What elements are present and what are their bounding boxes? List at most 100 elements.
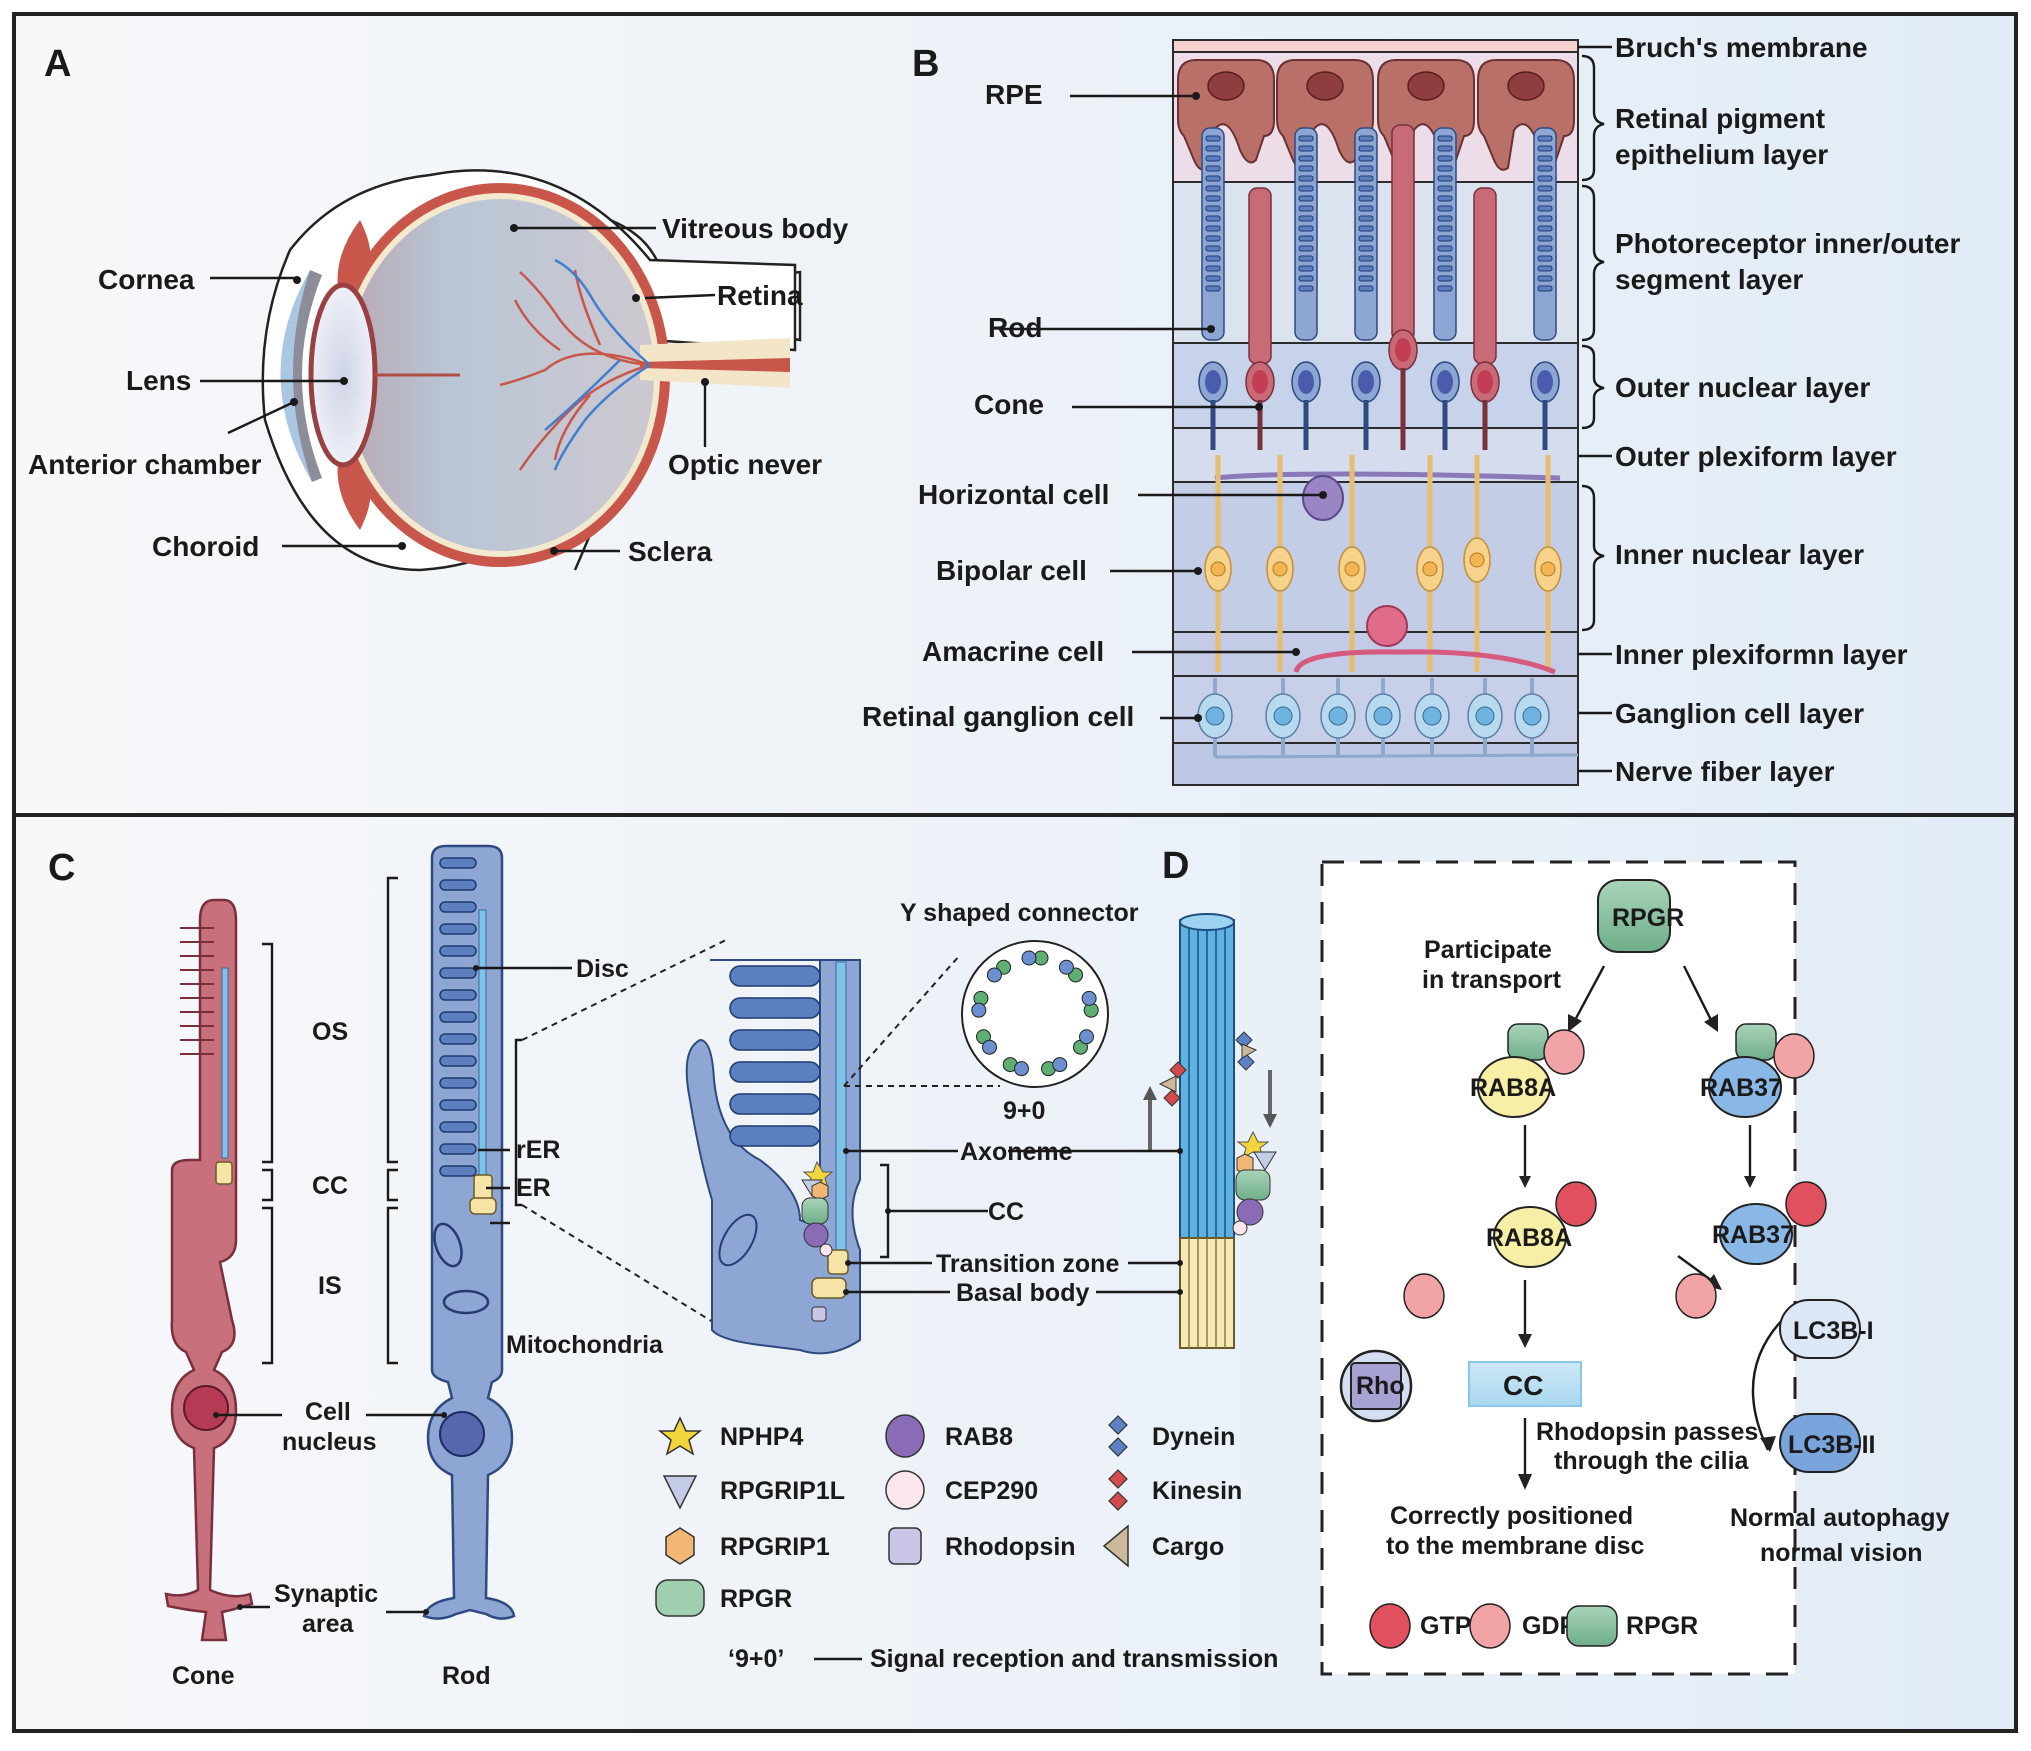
rpe-nucleus bbox=[1207, 71, 1245, 101]
photoreceptor-nucleus bbox=[1537, 370, 1553, 394]
panel-b-letter: B bbox=[912, 43, 939, 85]
rab8a-rpgr-1 bbox=[1507, 1023, 1549, 1061]
photoreceptor-nucleus bbox=[1252, 370, 1268, 394]
legend-label: RPGRIP1L bbox=[720, 1477, 845, 1505]
diamond-icon bbox=[1108, 1491, 1128, 1511]
label-choroid: Choroid bbox=[152, 531, 259, 562]
rod-disc bbox=[1298, 225, 1314, 232]
rab37-rpgr-1 bbox=[1735, 1023, 1777, 1061]
gtp-rab37-2 bbox=[1785, 1181, 1827, 1227]
rod-disc bbox=[1298, 265, 1314, 272]
rod-disc bbox=[439, 1055, 477, 1067]
layer-nerve-fiber: Nerve fiber layer bbox=[1615, 756, 1835, 787]
triangle-down-icon bbox=[662, 1475, 698, 1510]
enlarged-disc bbox=[729, 1061, 821, 1083]
rod-disc bbox=[439, 1143, 477, 1155]
node-rab8a-2 bbox=[1493, 1206, 1567, 1268]
rod-disc bbox=[439, 989, 477, 1001]
rod-disc bbox=[1298, 155, 1314, 162]
enlarged-disc bbox=[729, 1093, 821, 1115]
rpe-nucleus bbox=[1306, 71, 1344, 101]
rod-disc bbox=[1437, 155, 1453, 162]
label-er: ER bbox=[516, 1174, 551, 1202]
rod-disc bbox=[1205, 205, 1221, 212]
square-icon bbox=[888, 1527, 922, 1565]
photoreceptors bbox=[1198, 124, 1560, 450]
rod-disc bbox=[1437, 275, 1453, 282]
figure-border bbox=[12, 12, 2018, 1733]
rod-disc bbox=[1358, 235, 1374, 242]
rod-disc bbox=[1205, 225, 1221, 232]
lens-shape bbox=[308, 282, 378, 468]
layer-inner-plexiform: Inner plexiformn layer bbox=[1615, 639, 1908, 670]
label-anterior-chamber: Anterior chamber bbox=[28, 449, 261, 480]
circle-icon bbox=[885, 1470, 925, 1510]
rod-disc bbox=[1537, 215, 1553, 222]
ciliary-top bbox=[337, 220, 371, 300]
photoreceptor-nucleus bbox=[1358, 370, 1374, 394]
rod-disc bbox=[1298, 245, 1314, 252]
nerve-fibers bbox=[1214, 753, 1579, 759]
gdp-released-1 bbox=[1403, 1273, 1445, 1319]
rod-disc bbox=[1537, 195, 1553, 202]
label-rod: Rod bbox=[988, 312, 1042, 343]
gtp-rab8a-2 bbox=[1555, 1181, 1597, 1227]
layer-rpe-line1: Retinal pigment bbox=[1615, 103, 1825, 134]
enlarged-disc bbox=[729, 997, 821, 1019]
label-mitochondria: Mitochondria bbox=[506, 1331, 664, 1359]
label-amacrine-cell: Amacrine cell bbox=[922, 636, 1104, 667]
node-rab37-1 bbox=[1708, 1056, 1782, 1118]
legend-label: Cargo bbox=[1152, 1533, 1224, 1561]
node-rho-label: Rho bbox=[1356, 1372, 1405, 1400]
rod-disc bbox=[1358, 155, 1374, 162]
microtubule-b bbox=[1078, 1029, 1094, 1045]
legend-item-dynein: Dynein bbox=[1108, 1415, 1235, 1457]
label-horizontal-cell: Horizontal cell bbox=[918, 479, 1109, 510]
microtubule-b bbox=[986, 967, 1002, 983]
photoreceptor-nucleus bbox=[1395, 338, 1411, 362]
rod-disc bbox=[1358, 225, 1374, 232]
rod-disc bbox=[1437, 235, 1453, 242]
legend-item-nphp4: NPHP4 bbox=[657, 1416, 803, 1456]
panel-c-letter: C bbox=[48, 847, 75, 889]
cone-cell bbox=[1391, 124, 1415, 342]
rod-disc bbox=[1437, 225, 1453, 232]
rod-disc bbox=[1537, 235, 1553, 242]
legend-label: Kinesin bbox=[1152, 1477, 1242, 1505]
microtubule-b bbox=[1052, 1057, 1068, 1073]
label-cone-cell: Cone bbox=[172, 1662, 235, 1690]
panel-a-pointers bbox=[200, 224, 716, 555]
axoneme-cylinder bbox=[1008, 913, 1277, 1349]
rod-disc bbox=[1205, 275, 1221, 282]
label-rpe: RPE bbox=[985, 79, 1043, 110]
label-retinal-ganglion-cell: Retinal ganglion cell bbox=[862, 701, 1134, 732]
node-lc3b-i bbox=[1779, 1299, 1861, 1359]
legend-gdp-swatch bbox=[1469, 1603, 1511, 1649]
rod-disc bbox=[1298, 255, 1314, 262]
diamond-icon bbox=[1108, 1469, 1128, 1489]
rod-disc bbox=[1298, 215, 1314, 222]
rod-disc bbox=[1437, 175, 1453, 182]
rod-disc bbox=[1298, 145, 1314, 152]
text-participate-1: Participate bbox=[1424, 936, 1552, 964]
rod-disc bbox=[1358, 215, 1374, 222]
label-cell-nucleus-1: Cell bbox=[305, 1398, 351, 1426]
legend-label: Rhodopsin bbox=[945, 1533, 1076, 1561]
rod-disc bbox=[1298, 205, 1314, 212]
cone-cell bbox=[1473, 187, 1497, 365]
label-rer: rER bbox=[516, 1136, 560, 1164]
legend-item-rpgrip1: RPGRIP1 bbox=[665, 1527, 830, 1565]
rod-disc bbox=[1537, 205, 1553, 212]
panel-d-letter: D bbox=[1162, 845, 1189, 887]
rod-disc bbox=[1298, 165, 1314, 172]
rod-disc bbox=[1358, 285, 1374, 292]
layer-inner-nuclear: Inner nuclear layer bbox=[1615, 539, 1864, 570]
label-vitreous-body: Vitreous body bbox=[662, 213, 849, 244]
horizontal-cell-process bbox=[1214, 471, 1561, 481]
rod-disc bbox=[1358, 255, 1374, 262]
gdp-rab8a-1 bbox=[1543, 1029, 1585, 1075]
bipolar-cells bbox=[1204, 455, 1562, 672]
text-autophagy-1: Normal autophagy bbox=[1730, 1504, 1950, 1532]
rod-disc bbox=[1437, 245, 1453, 252]
